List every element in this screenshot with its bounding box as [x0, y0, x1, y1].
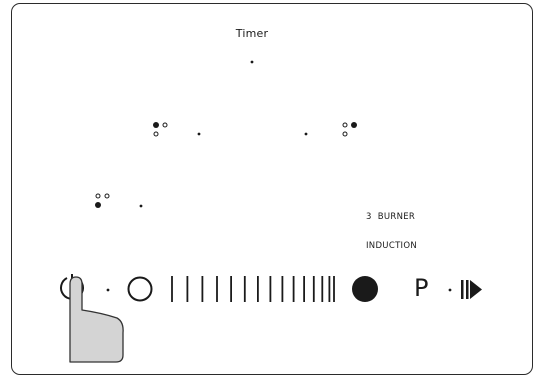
cooktop-panel	[11, 3, 533, 375]
zone-dots-rear-left	[153, 122, 168, 137]
hand-pointer-icon	[69, 276, 124, 363]
ring-icon[interactable]	[127, 276, 153, 302]
zone-dots-front-left	[95, 193, 110, 208]
model-line-1: 3 BURNER	[366, 212, 416, 222]
timer-label: Timer	[235, 27, 269, 40]
zone-dots-rear-right	[342, 122, 357, 137]
filled-circle-icon[interactable]	[352, 276, 378, 302]
burner-front-left-dot[interactable]	[139, 204, 143, 208]
model-label: 3 BURNER INDUCTION	[366, 194, 417, 270]
pause-play-icon[interactable]	[461, 280, 482, 299]
separator-dot-right	[448, 288, 452, 292]
burner-rear-right-dot[interactable]	[304, 132, 308, 136]
power-slider[interactable]	[171, 276, 335, 302]
model-line-2: INDUCTION	[366, 240, 418, 251]
boost-label[interactable]: P	[414, 274, 429, 302]
separator-dot	[106, 288, 110, 292]
burner-rear-left-dot[interactable]	[197, 132, 201, 136]
timer-dot[interactable]	[250, 60, 254, 64]
